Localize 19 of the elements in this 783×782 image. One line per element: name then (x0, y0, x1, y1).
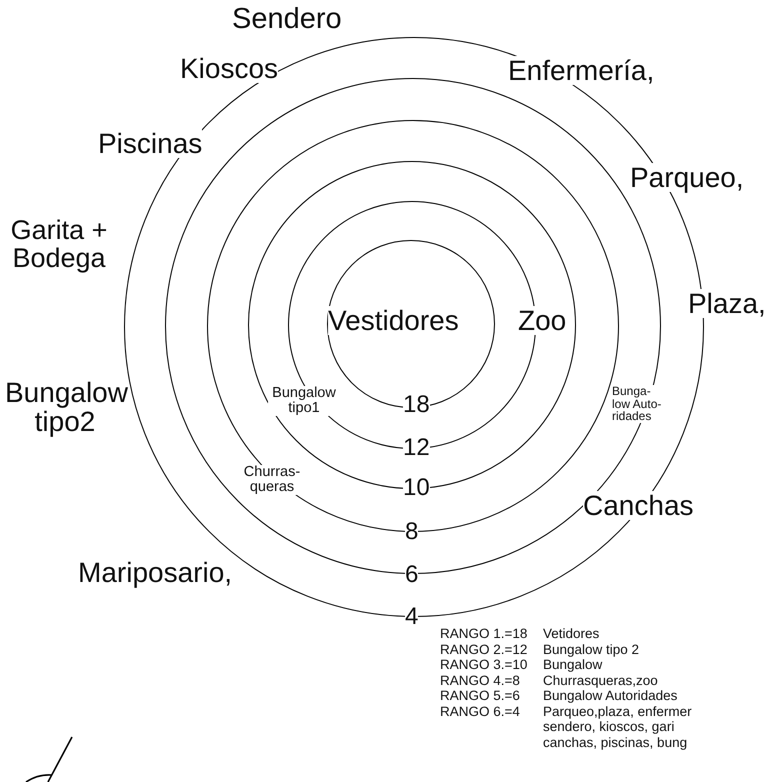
range-label: RANGO 2.=12 (440, 642, 528, 657)
range-label: RANGO 5.=6 (440, 688, 520, 704)
area-name: Canchas (583, 491, 694, 520)
legend-description: Vetidores (543, 626, 600, 642)
range-label: RANGO 1.=18 (440, 626, 528, 642)
range-label: RANGO 4.=8 (440, 672, 520, 688)
legend-description: Bungalow (543, 657, 602, 672)
area-name: Vestidores (328, 306, 459, 336)
range-label: RANGO 6.=4 (440, 704, 520, 719)
area-name: Enfermería, (508, 56, 654, 86)
legend-description: Bungalow tipo 2 (543, 642, 640, 657)
legend-description: Bungalow Autoridades (543, 688, 678, 704)
area-name: Plaza, (688, 289, 766, 318)
area-name: Parqueo, (630, 163, 744, 192)
legend-description: Parqueo,plaza, enfermer sendero, kioscos, gari canchas, piscinas, bung (543, 704, 693, 750)
area-name: Piscinas (98, 129, 202, 158)
area-name: Zoo (518, 306, 566, 336)
range-label: RANGO 3.=10 (440, 657, 528, 672)
legend-description: Churrasqueras,zoo (543, 672, 658, 688)
